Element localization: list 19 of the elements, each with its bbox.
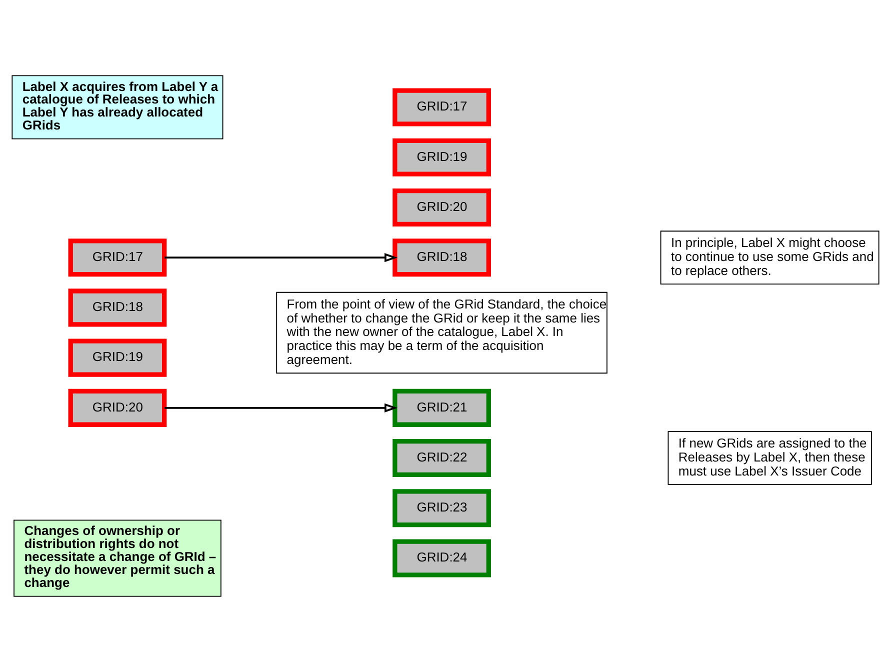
node-box: GRID:17 <box>392 88 491 126</box>
arrow <box>164 253 398 262</box>
node-box: GRID:23 <box>392 489 491 528</box>
node-box: GRID:18 <box>392 238 491 277</box>
node-box: GRID:17 <box>68 238 167 277</box>
node-box: Changes of ownership or distribution rights do not necessitate a change of GRId – they do however permit such a change <box>14 520 222 597</box>
node-box: From the point of view of the GRid Standard, the choice of whether to change the GRid or keep it the same lies with the new owner of the catalogue, Label X. In practice this may be a term of the acquisition agreement. <box>276 292 608 374</box>
node-box: In principle, Label X might choose to continue to use some GRids and to replace others. <box>660 230 880 284</box>
node-box: GRID:20 <box>392 188 491 226</box>
node-box: Label X acquires from Label Y a catalogue of Releases to which Label Y has already allocated GRids <box>12 75 224 140</box>
node-box: GRID:19 <box>68 338 167 377</box>
node-box: GRID:21 <box>392 388 491 427</box>
node-box: GRID:20 <box>68 388 167 427</box>
node-box: If new GRids are assigned to the Releases by Label X, then these must use Label X’s Issuer Code <box>668 431 872 485</box>
node-box: GRID:22 <box>392 439 491 478</box>
node-box: GRID:24 <box>392 539 491 578</box>
node-box: GRID:19 <box>392 138 491 176</box>
arrow <box>164 403 398 412</box>
node-box: GRID:18 <box>68 288 167 327</box>
